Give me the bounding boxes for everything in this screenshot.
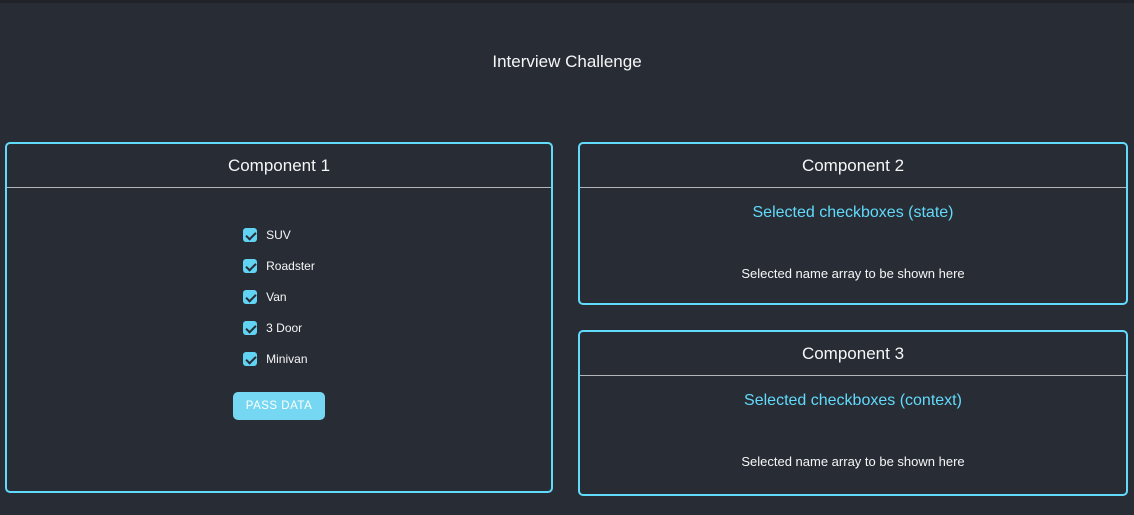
component3-title: Component 3 — [580, 332, 1126, 376]
checkbox-row-suv[interactable]: SUV — [243, 228, 315, 242]
context-placeholder: Selected name array to be shown here — [741, 454, 965, 469]
component1-title: Component 1 — [7, 144, 551, 188]
component2-body: Selected checkboxes (state) Selected nam… — [580, 188, 1126, 303]
component1-panel: Component 1 SUV Roadster Van 3 Door — [5, 142, 553, 493]
checkbox-label: Minivan — [266, 352, 308, 366]
checkbox-label: SUV — [266, 228, 291, 242]
checkbox-label: Van — [266, 290, 287, 304]
component3-panel: Component 3 Selected checkboxes (context… — [578, 330, 1128, 496]
right-column: Component 2 Selected checkboxes (state) … — [578, 142, 1128, 496]
checkbox-row-3door[interactable]: 3 Door — [243, 321, 315, 335]
window-top-edge — [0, 0, 1134, 3]
state-placeholder: Selected name array to be shown here — [741, 266, 965, 281]
checkbox-3door[interactable] — [243, 321, 258, 335]
checkbox-label: Roadster — [266, 259, 315, 273]
state-heading: Selected checkboxes (state) — [752, 204, 954, 221]
checkbox-group: SUV Roadster Van 3 Door Minivan — [243, 228, 315, 383]
component1-body: SUV Roadster Van 3 Door Minivan — [7, 188, 551, 491]
checkbox-row-minivan[interactable]: Minivan — [243, 352, 315, 366]
component2-panel: Component 2 Selected checkboxes (state) … — [578, 142, 1128, 305]
checkbox-roadster[interactable] — [243, 259, 258, 273]
checkbox-row-van[interactable]: Van — [243, 290, 315, 304]
pass-data-button[interactable]: PASS DATA — [232, 392, 326, 420]
checkbox-label: 3 Door — [266, 321, 303, 335]
checkbox-van[interactable] — [243, 290, 258, 304]
checkbox-minivan[interactable] — [243, 352, 258, 366]
context-heading: Selected checkboxes (context) — [744, 392, 962, 409]
component3-body: Selected checkboxes (context) Selected n… — [580, 376, 1126, 494]
checkbox-row-roadster[interactable]: Roadster — [243, 259, 315, 273]
component2-title: Component 2 — [580, 144, 1126, 188]
main-layout: Component 1 SUV Roadster Van 3 Door — [0, 142, 1134, 496]
page-title: Interview Challenge — [492, 52, 642, 71]
checkbox-suv[interactable] — [243, 228, 258, 242]
